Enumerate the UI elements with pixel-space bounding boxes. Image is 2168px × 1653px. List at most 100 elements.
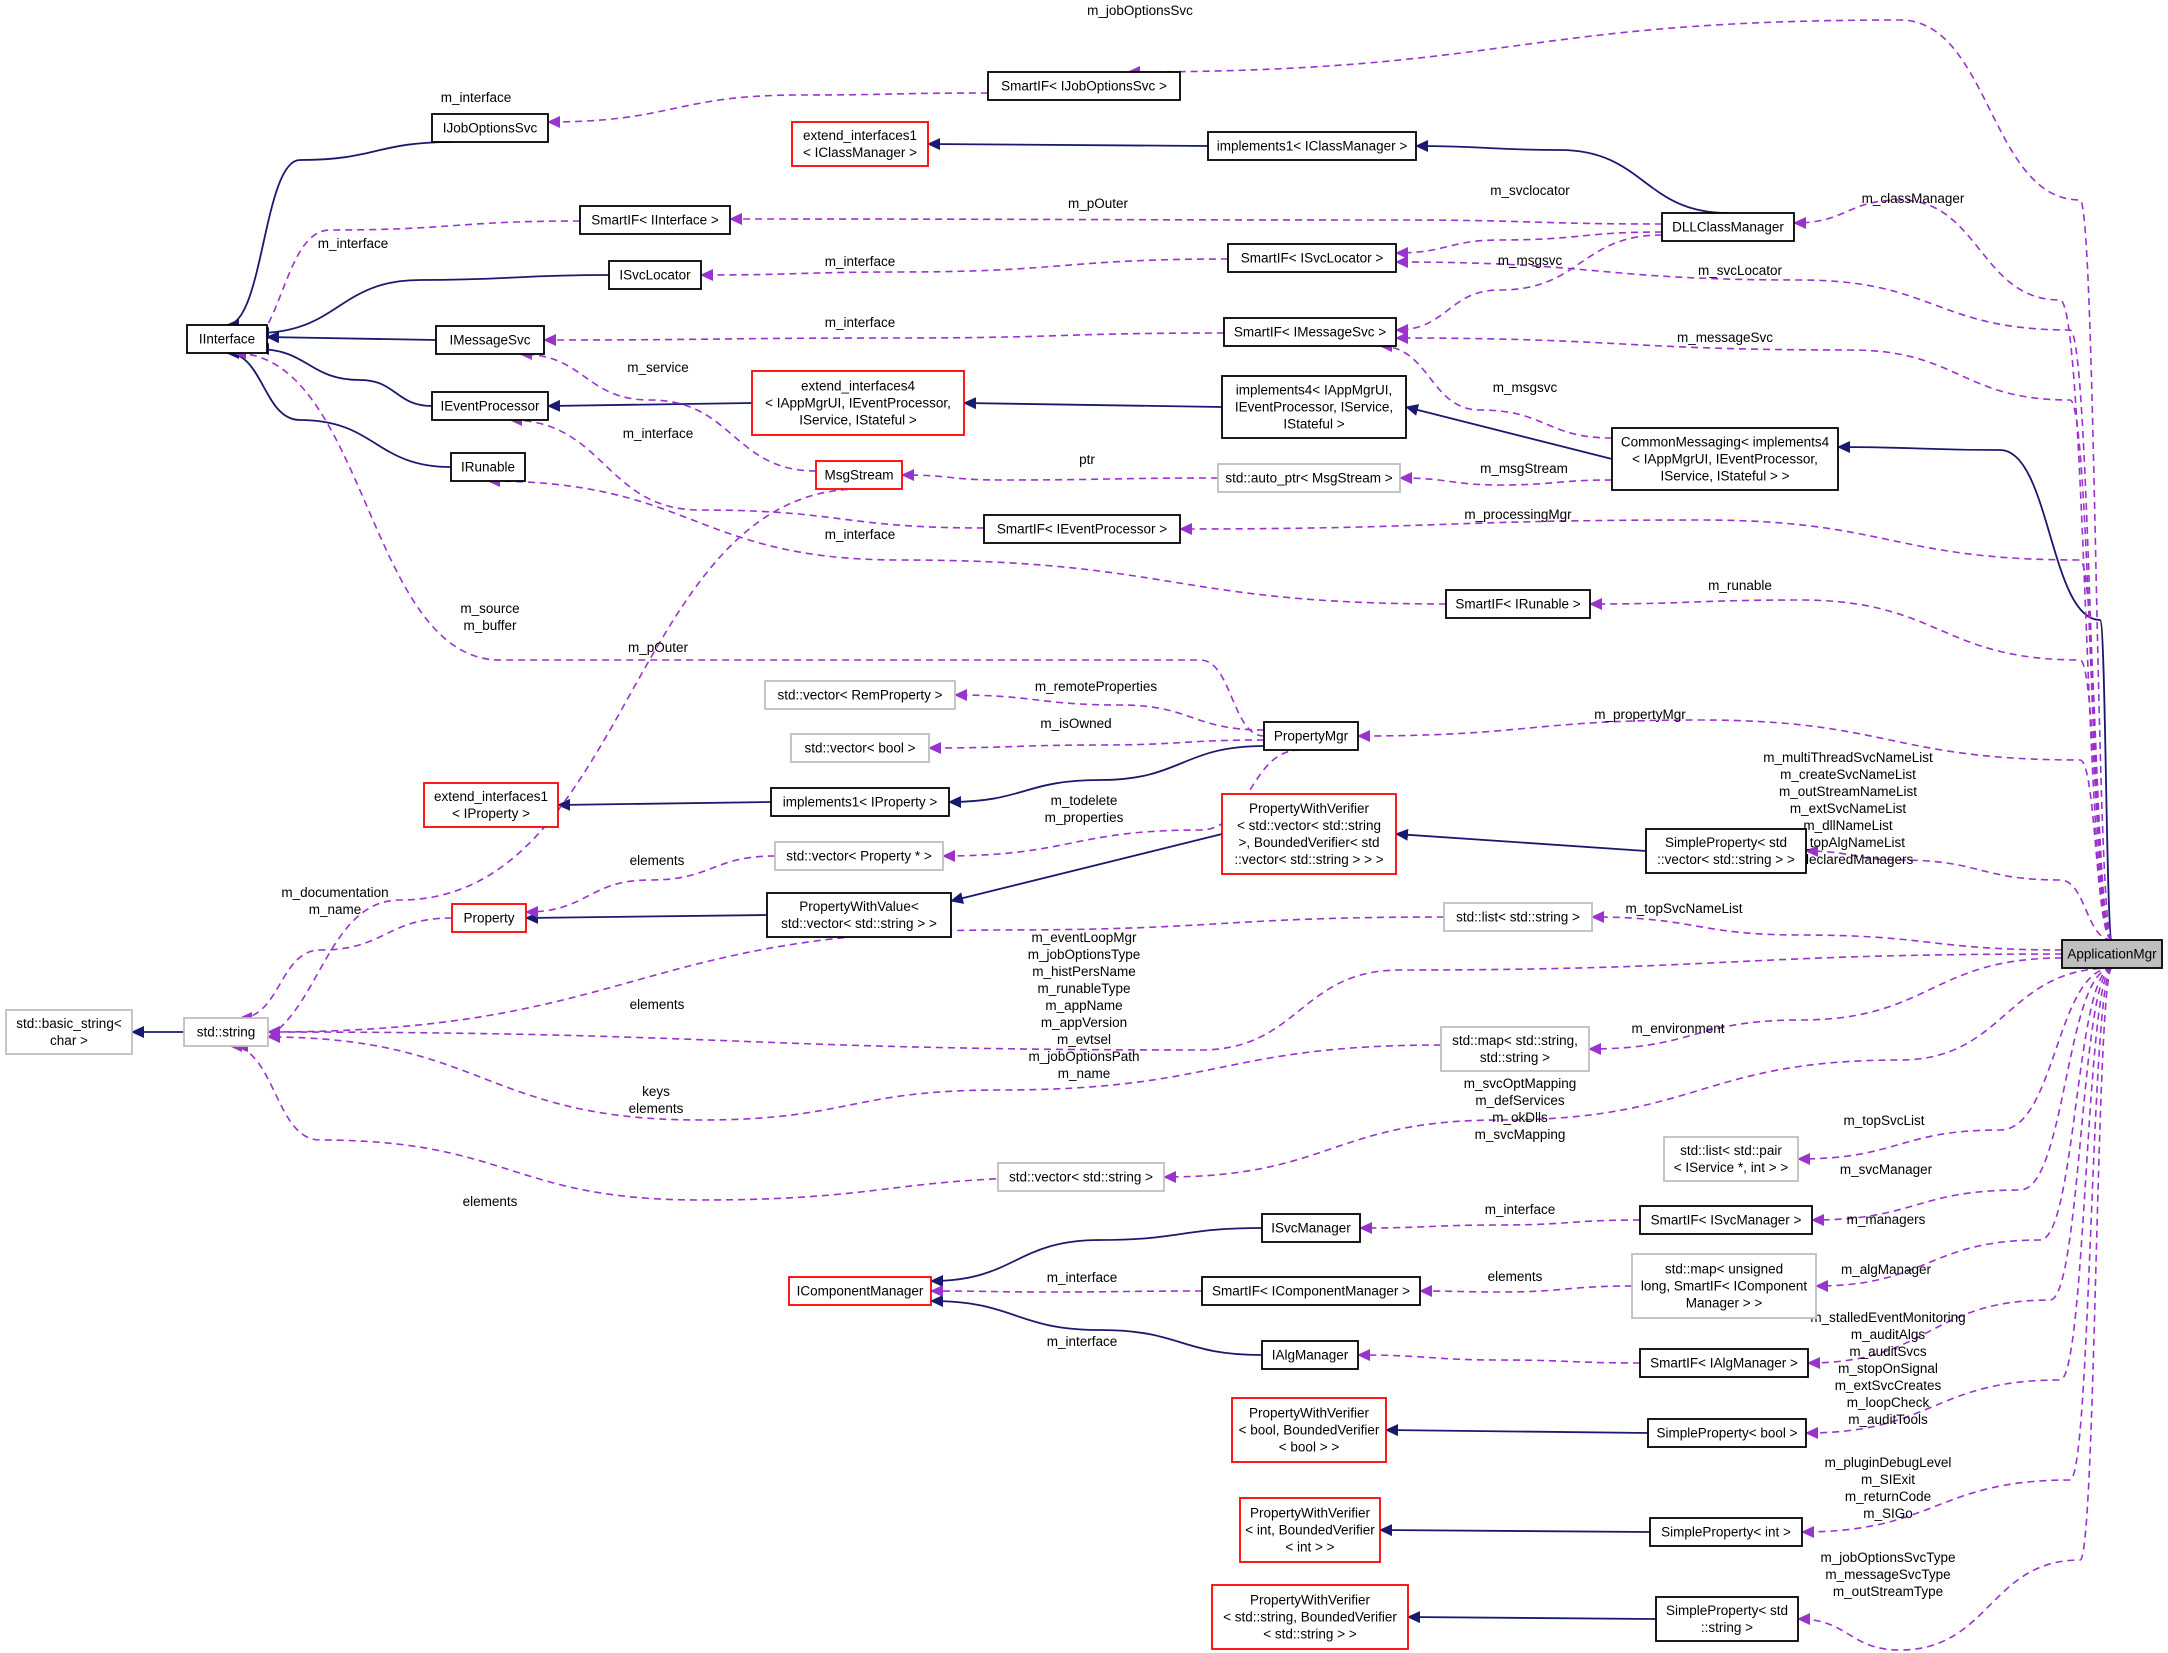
class-node-PWV_string[interactable]: PropertyWithVerifier< std::string, Bound… — [1211, 1584, 1409, 1650]
class-box[interactable] — [1223, 317, 1397, 347]
class-node-SmartIF_IMessageSvc[interactable]: SmartIF< IMessageSvc > — [1223, 317, 1397, 347]
class-box[interactable] — [1207, 131, 1417, 161]
class-box[interactable] — [1261, 1340, 1359, 1370]
class-box[interactable] — [1239, 1497, 1381, 1563]
class-node-ISvcLocator[interactable]: ISvcLocator — [608, 260, 702, 290]
class-box[interactable] — [983, 514, 1181, 544]
class-node-extend_interfaces1_ICM[interactable]: extend_interfaces1< IClassManager > — [791, 121, 929, 167]
class-box[interactable] — [751, 370, 965, 436]
class-box[interactable] — [788, 1276, 932, 1306]
class-node-map_string_string[interactable]: std::map< std::string,std::string > — [1440, 1026, 1590, 1072]
class-node-IEventProcessor[interactable]: IEventProcessor — [431, 391, 549, 421]
class-box[interactable] — [1261, 1213, 1361, 1243]
class-box[interactable] — [579, 205, 731, 235]
class-box[interactable] — [815, 460, 903, 490]
class-node-implements1_IP[interactable]: implements1< IProperty > — [770, 787, 950, 817]
class-box[interactable] — [1445, 589, 1591, 619]
class-node-DLLClassManager[interactable]: DLLClassManager — [1661, 212, 1795, 242]
class-box[interactable] — [423, 782, 559, 828]
class-box[interactable] — [1231, 1397, 1387, 1463]
class-node-IJobOptionsSvc[interactable]: IJobOptionsSvc — [431, 113, 549, 143]
class-box[interactable] — [774, 841, 944, 871]
class-node-list_string[interactable]: std::list< std::string > — [1443, 902, 1593, 932]
class-node-SP_bool[interactable]: SimpleProperty< bool > — [1647, 1418, 1807, 1448]
class-node-SmartIF_IJobOptionsSvc[interactable]: SmartIF< IJobOptionsSvc > — [987, 71, 1181, 101]
class-node-Property[interactable]: Property — [451, 903, 527, 933]
class-box[interactable] — [608, 260, 702, 290]
class-box[interactable] — [1655, 1596, 1799, 1642]
class-box[interactable] — [987, 71, 1181, 101]
class-box[interactable] — [766, 892, 952, 938]
class-node-PropertyMgr[interactable]: PropertyMgr — [1263, 721, 1359, 751]
class-box[interactable] — [1211, 1584, 1409, 1650]
class-node-CommonMessaging[interactable]: CommonMessaging< implements4< IAppMgrUI,… — [1611, 427, 1839, 491]
class-box[interactable] — [1645, 828, 1807, 874]
class-node-PWValue_vecstring[interactable]: PropertyWithValue<std::vector< std::stri… — [766, 892, 952, 938]
class-box[interactable] — [764, 680, 956, 710]
class-node-SmartIF_IComponentManager[interactable]: SmartIF< IComponentManager > — [1201, 1276, 1421, 1306]
class-node-IInterface[interactable]: IInterface — [186, 324, 268, 354]
class-node-SmartIF_IRunable[interactable]: SmartIF< IRunable > — [1445, 589, 1591, 619]
class-box[interactable] — [1661, 212, 1795, 242]
class-box[interactable] — [1647, 1418, 1807, 1448]
class-node-basic_string[interactable]: std::basic_string<char > — [5, 1009, 133, 1055]
class-node-MsgStream[interactable]: MsgStream — [815, 460, 903, 490]
class-node-IAlgManager[interactable]: IAlgManager — [1261, 1340, 1359, 1370]
class-box[interactable] — [183, 1017, 269, 1047]
class-box[interactable] — [770, 787, 950, 817]
class-node-SmartIF_IInterface[interactable]: SmartIF< IInterface > — [579, 205, 731, 235]
class-node-vector_Property[interactable]: std::vector< Property * > — [774, 841, 944, 871]
class-node-ISvcManager[interactable]: ISvcManager — [1261, 1213, 1361, 1243]
class-box[interactable] — [1201, 1276, 1421, 1306]
class-box[interactable] — [1443, 902, 1593, 932]
class-box[interactable] — [1440, 1026, 1590, 1072]
class-node-vector_RemProperty[interactable]: std::vector< RemProperty > — [764, 680, 956, 710]
class-node-ApplicationMgr[interactable]: ApplicationMgr — [2061, 939, 2163, 969]
class-box[interactable] — [1611, 427, 1839, 491]
class-node-SP_int[interactable]: SimpleProperty< int > — [1649, 1517, 1803, 1547]
class-node-auto_ptr_MsgStream[interactable]: std::auto_ptr< MsgStream > — [1217, 463, 1401, 493]
class-box[interactable] — [451, 903, 527, 933]
class-node-PWV_vecstring[interactable]: PropertyWithVerifier< std::vector< std::… — [1221, 793, 1397, 875]
class-box[interactable] — [431, 113, 549, 143]
class-node-SmartIF_ISvcManager[interactable]: SmartIF< ISvcManager > — [1639, 1205, 1813, 1235]
class-node-IComponentManager[interactable]: IComponentManager — [788, 1276, 932, 1306]
class-box[interactable] — [1631, 1253, 1817, 1319]
class-node-SmartIF_IEventProcessor[interactable]: SmartIF< IEventProcessor > — [983, 514, 1181, 544]
class-node-SP_string[interactable]: SimpleProperty< std::string > — [1655, 1596, 1799, 1642]
class-node-IRunable[interactable]: IRunable — [450, 452, 526, 482]
class-box[interactable] — [997, 1162, 1165, 1192]
class-box[interactable] — [1221, 793, 1397, 875]
class-node-SP_vecstring[interactable]: SimpleProperty< std::vector< std::string… — [1645, 828, 1807, 874]
class-node-SmartIF_ISvcLocator[interactable]: SmartIF< ISvcLocator > — [1227, 243, 1397, 273]
class-node-list_pair[interactable]: std::list< std::pair< IService *, int > … — [1663, 1136, 1799, 1182]
class-box[interactable] — [1663, 1136, 1799, 1182]
class-box[interactable] — [1221, 375, 1407, 439]
class-box[interactable] — [186, 324, 268, 354]
class-box[interactable] — [450, 452, 526, 482]
class-node-extend_interfaces4[interactable]: extend_interfaces4< IAppMgrUI, IEventPro… — [751, 370, 965, 436]
class-node-vector_bool[interactable]: std::vector< bool > — [790, 733, 930, 763]
class-node-extend_interfaces1_IP[interactable]: extend_interfaces1< IProperty > — [423, 782, 559, 828]
class-box[interactable] — [1639, 1205, 1813, 1235]
class-node-vector_string[interactable]: std::vector< std::string > — [997, 1162, 1165, 1192]
class-box[interactable] — [1227, 243, 1397, 273]
class-box[interactable] — [5, 1009, 133, 1055]
class-box[interactable] — [431, 391, 549, 421]
class-box[interactable] — [1649, 1517, 1803, 1547]
class-box[interactable] — [435, 325, 545, 355]
class-node-implements1_ICM[interactable]: implements1< IClassManager > — [1207, 131, 1417, 161]
class-node-implements4[interactable]: implements4< IAppMgrUI,IEventProcessor, … — [1221, 375, 1407, 439]
class-node-IMessageSvc[interactable]: IMessageSvc — [435, 325, 545, 355]
class-node-SmartIF_IAlgManager[interactable]: SmartIF< IAlgManager > — [1639, 1348, 1809, 1378]
class-box[interactable] — [2061, 939, 2163, 969]
class-box[interactable] — [1639, 1348, 1809, 1378]
class-box[interactable] — [1263, 721, 1359, 751]
class-box[interactable] — [790, 733, 930, 763]
class-node-PWV_int[interactable]: PropertyWithVerifier< int, BoundedVerifi… — [1239, 1497, 1381, 1563]
class-box[interactable] — [1217, 463, 1401, 493]
class-node-PWV_bool[interactable]: PropertyWithVerifier< bool, BoundedVerif… — [1231, 1397, 1387, 1463]
class-node-std_string[interactable]: std::string — [183, 1017, 269, 1047]
class-box[interactable] — [791, 121, 929, 167]
